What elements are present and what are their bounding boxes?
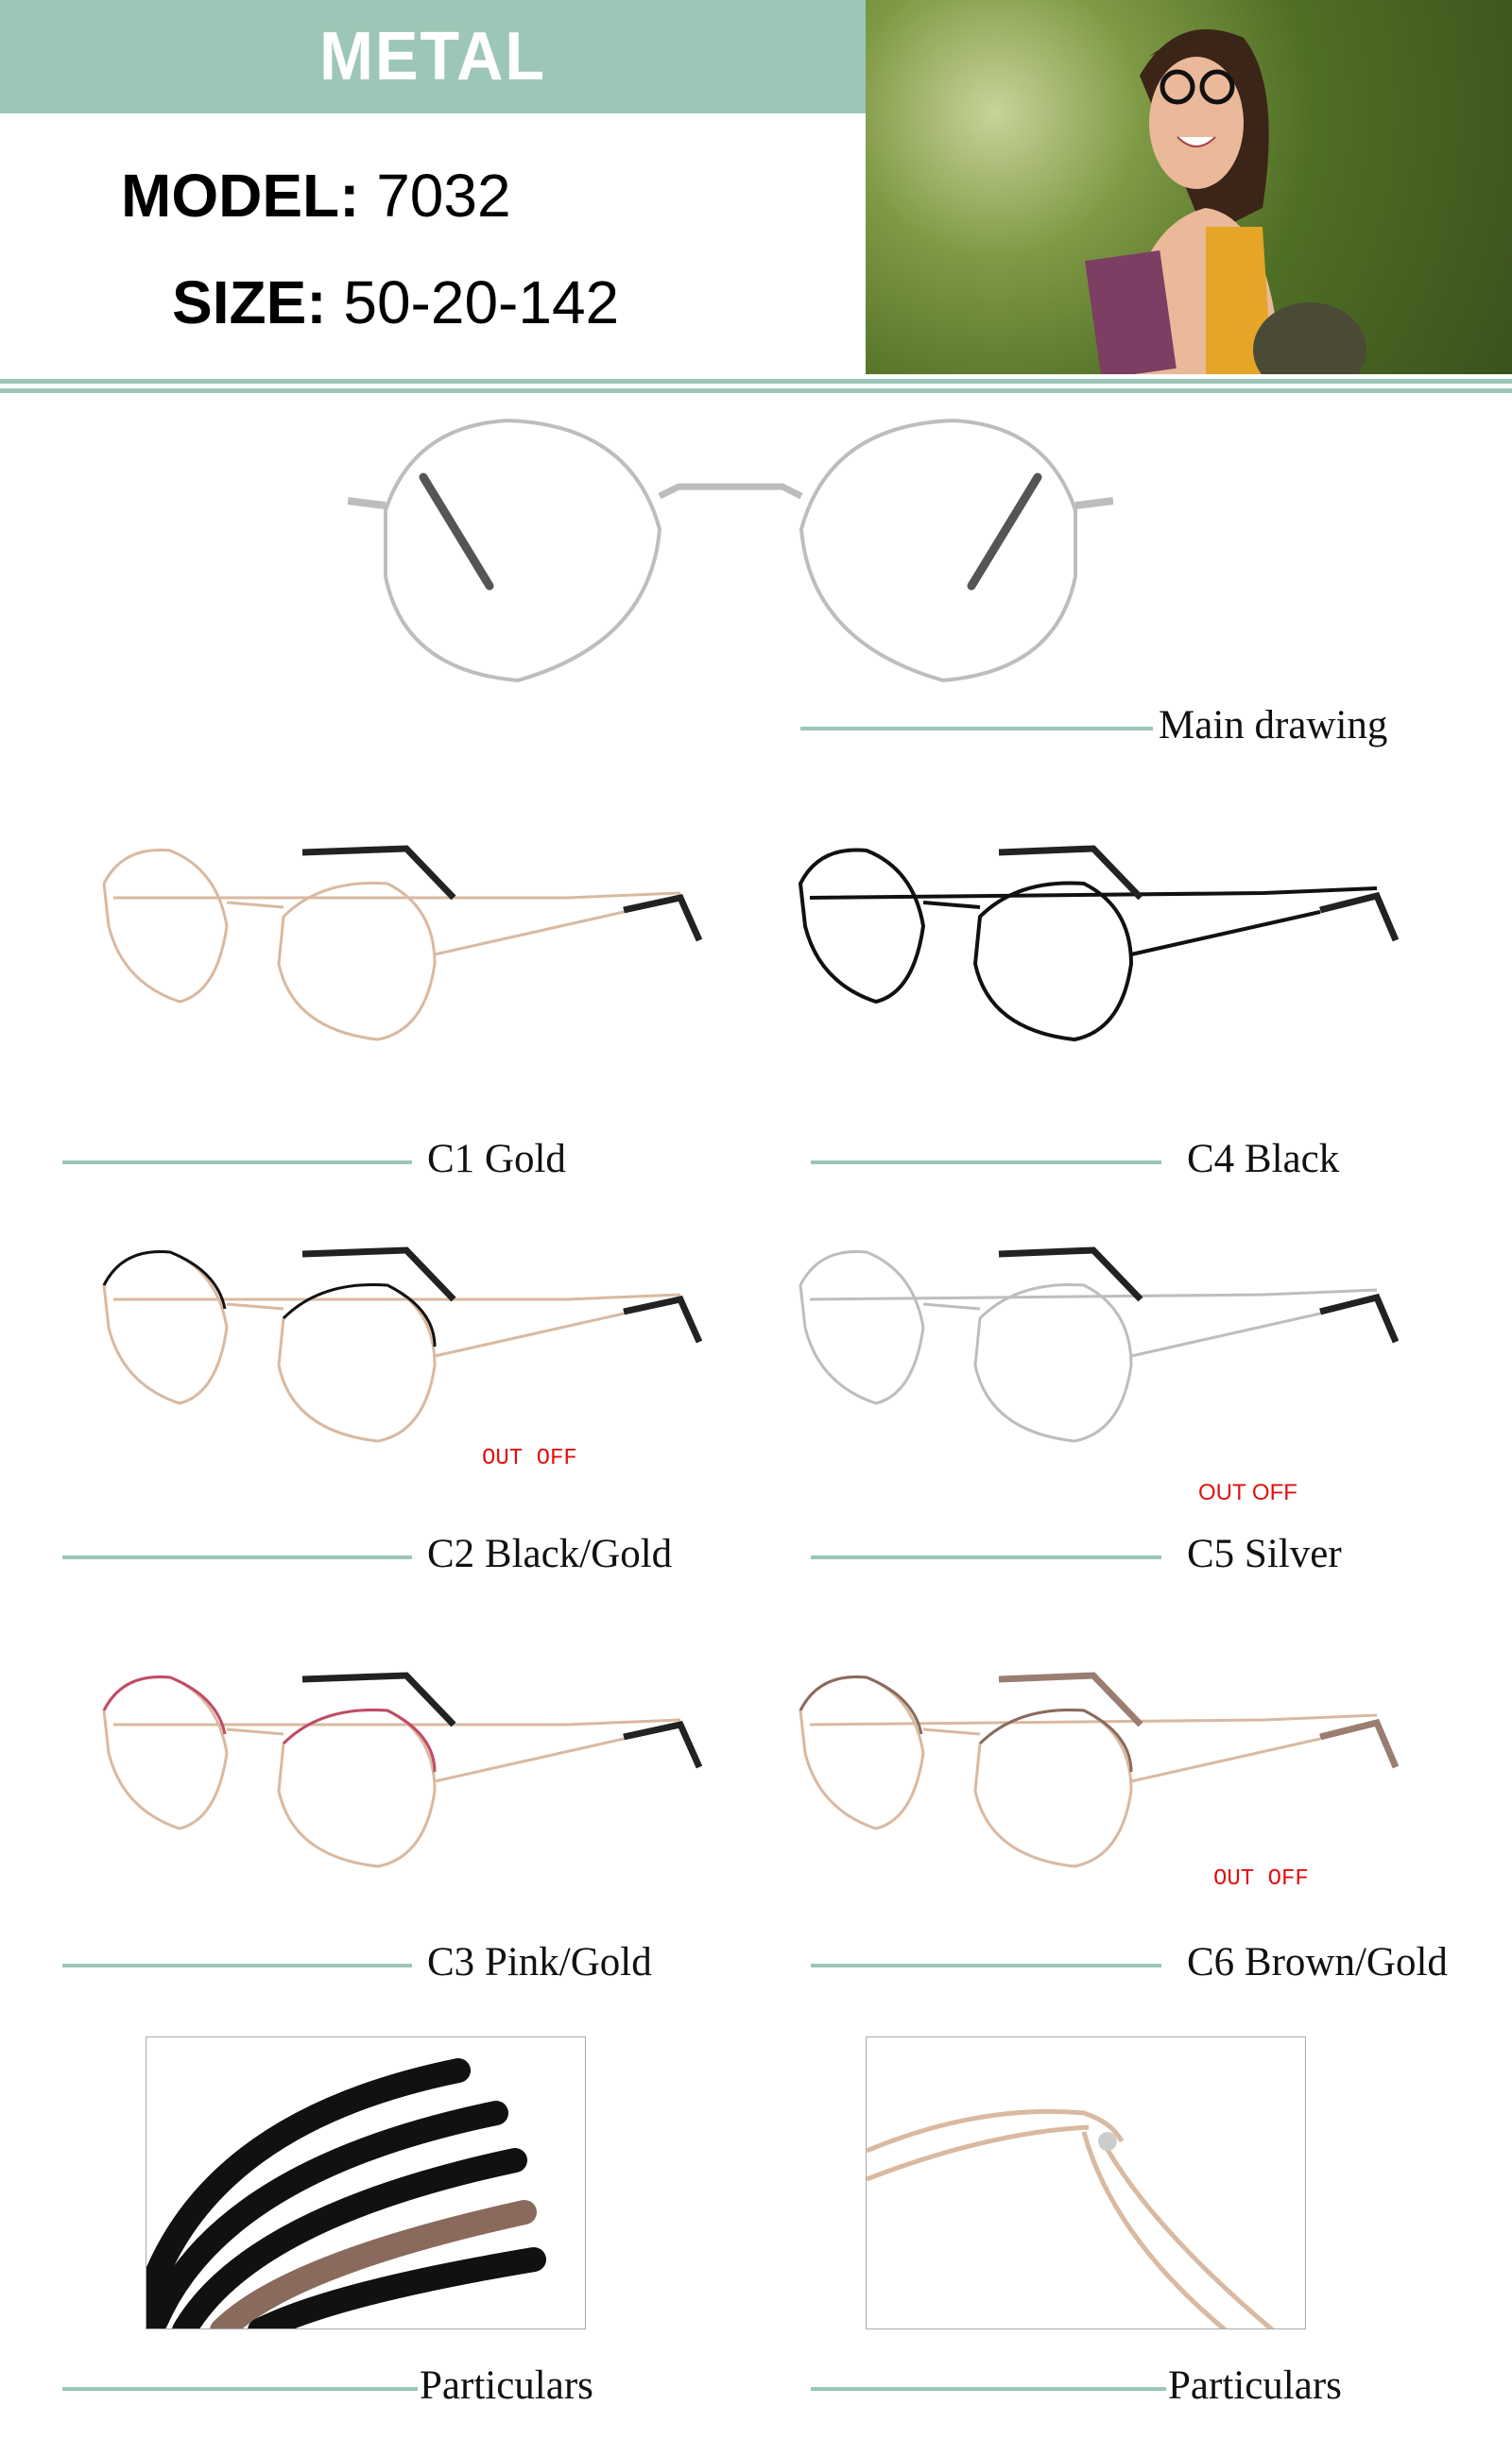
particulars-label: Particulars [420,2363,593,2408]
main-drawing-label: Main drawing [1159,703,1388,747]
c4-label: C4 Black [1187,1137,1340,1181]
label-line [62,1555,412,1559]
label-line [800,727,1153,730]
model-spec: MODEL: 7032 [121,161,511,231]
label-line [811,1964,1161,1967]
temple-tips-detail [146,2036,586,2329]
model-value: 7032 [376,162,511,230]
c5-status: OUT OFF [1198,1480,1297,1505]
c1-label: C1 Gold [427,1137,566,1181]
label-line [62,2387,418,2391]
divider [0,379,1512,384]
c6-label: C6 Brown/Gold [1187,1940,1448,1984]
hinge-detail [866,2036,1306,2329]
material-title: METAL [319,19,546,94]
variant-c6-image [791,1668,1415,1885]
size-spec: SIZE: 50-20-142 [172,267,619,337]
material-banner: METAL [0,0,866,113]
variant-c2-image [94,1243,718,1460]
variant-c3-image [94,1668,718,1885]
label-line [811,1160,1161,1164]
model-label: MODEL: [121,162,360,230]
c5-label: C5 Silver [1187,1532,1342,1576]
variant-c1-image [94,841,718,1058]
variant-c4-image [791,841,1415,1058]
particulars-label: Particulars [1168,2363,1342,2408]
label-line [811,1555,1161,1559]
c2-status: OUT OFF [482,1446,577,1471]
size-value: 50-20-142 [343,268,620,336]
size-label: SIZE: [172,268,327,336]
label-line [62,1964,412,1967]
label-line [811,2387,1166,2391]
model-photo [866,0,1512,374]
c3-label: C3 Pink/Gold [427,1940,652,1984]
divider [0,388,1512,393]
main-frame-image [348,416,1113,690]
label-line [62,1160,412,1164]
variant-c5-image [791,1243,1415,1460]
c6-status: OUT OFF [1213,1866,1309,1892]
c2-label: C2 Black/Gold [427,1532,673,1576]
